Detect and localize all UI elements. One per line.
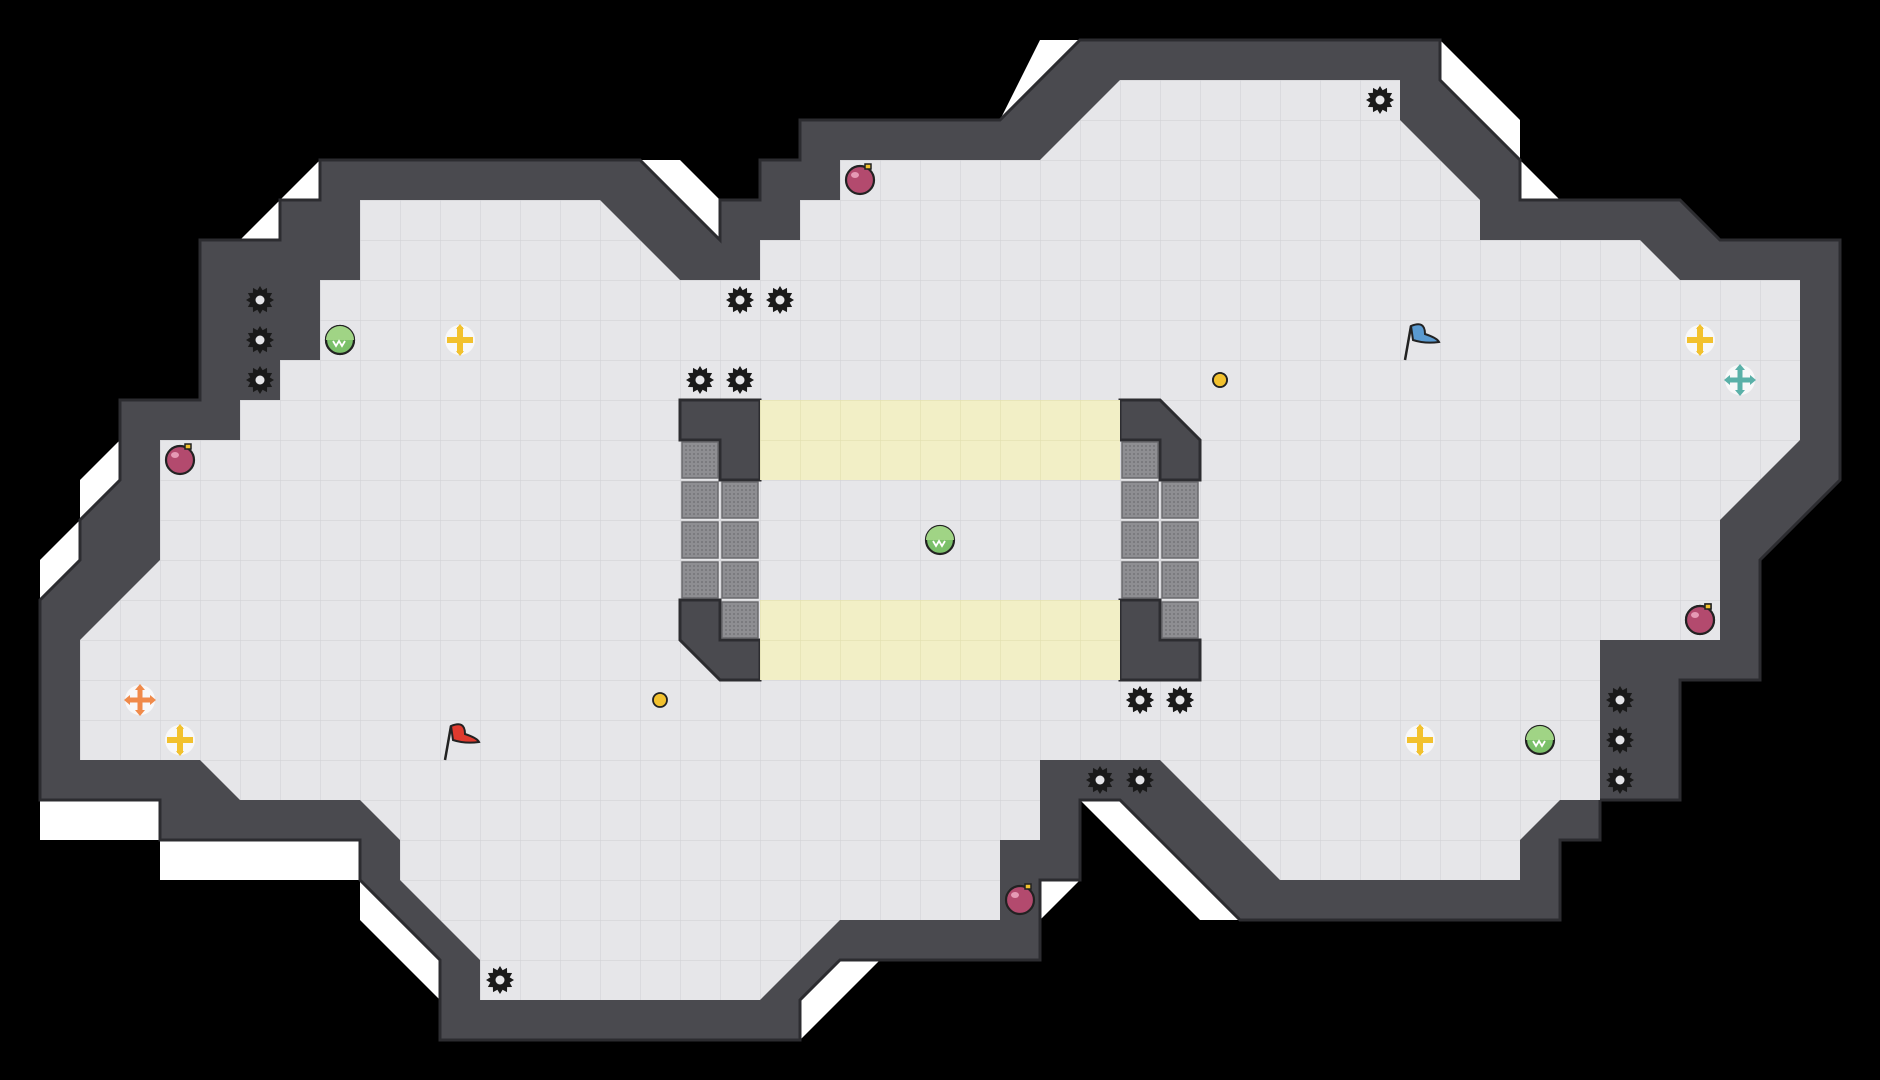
grate-block [1121,521,1159,559]
central-island [678,398,1202,682]
spike-mines-layer [246,86,1634,994]
grate-block [1161,601,1199,639]
grate-block [681,521,719,559]
spike-mine-icon [766,286,794,314]
bomb-icon[interactable] [164,443,196,476]
grenade-orb-icon[interactable] [1524,724,1556,756]
spike-mine-icon [1126,686,1154,714]
health-cross-icon[interactable] [445,324,475,356]
grate-block [721,521,759,559]
bomb-icon[interactable] [1004,883,1036,916]
teal-cross-icon[interactable] [1724,364,1756,396]
grate-block [721,481,759,519]
grate-block [1161,481,1199,519]
spike-mine-icon [1086,766,1114,794]
spike-mine-icon [246,286,274,314]
grenade-orb-icon[interactable] [924,524,956,556]
spike-mine-icon [486,966,514,994]
grate-block [1161,521,1199,559]
health-cross-icon[interactable] [1405,724,1435,756]
health-cross-icon[interactable] [165,724,195,756]
grate-block [1121,561,1159,599]
spike-mine-icon [1606,726,1634,754]
spike-mine-icon [246,366,274,394]
spike-mine-icon [726,286,754,314]
pickups-layer [124,163,1756,916]
grate-blocks [681,441,1199,639]
spike-mine-icon [1606,686,1634,714]
spike-mine-icon [246,326,274,354]
coin-icon[interactable] [1212,372,1228,388]
spike-mine-icon [726,366,754,394]
spike-mine-icon [1166,686,1194,714]
grate-block [1121,441,1159,479]
orange-cross-icon[interactable] [124,684,156,716]
spike-mine-icon [1366,86,1394,114]
spike-mine-icon [686,366,714,394]
grenade-orb-icon[interactable] [324,324,356,356]
grate-block [721,561,759,599]
blue-flag-icon[interactable] [1403,323,1441,361]
grate-block [681,441,719,479]
grate-block [721,601,759,639]
red-flag-icon[interactable] [443,723,481,761]
grate-block [1121,481,1159,519]
health-cross-icon[interactable] [1685,324,1715,356]
grate-block [681,481,719,519]
hazard-zone-top [760,400,1120,480]
grate-block [681,561,719,599]
bomb-icon[interactable] [1684,603,1716,636]
hazard-zone-bottom [760,600,1120,680]
spike-mine-icon [1606,766,1634,794]
coin-icon[interactable] [652,692,668,708]
spike-mine-icon [1126,766,1154,794]
grate-block [1161,561,1199,599]
bomb-icon[interactable] [844,163,876,196]
